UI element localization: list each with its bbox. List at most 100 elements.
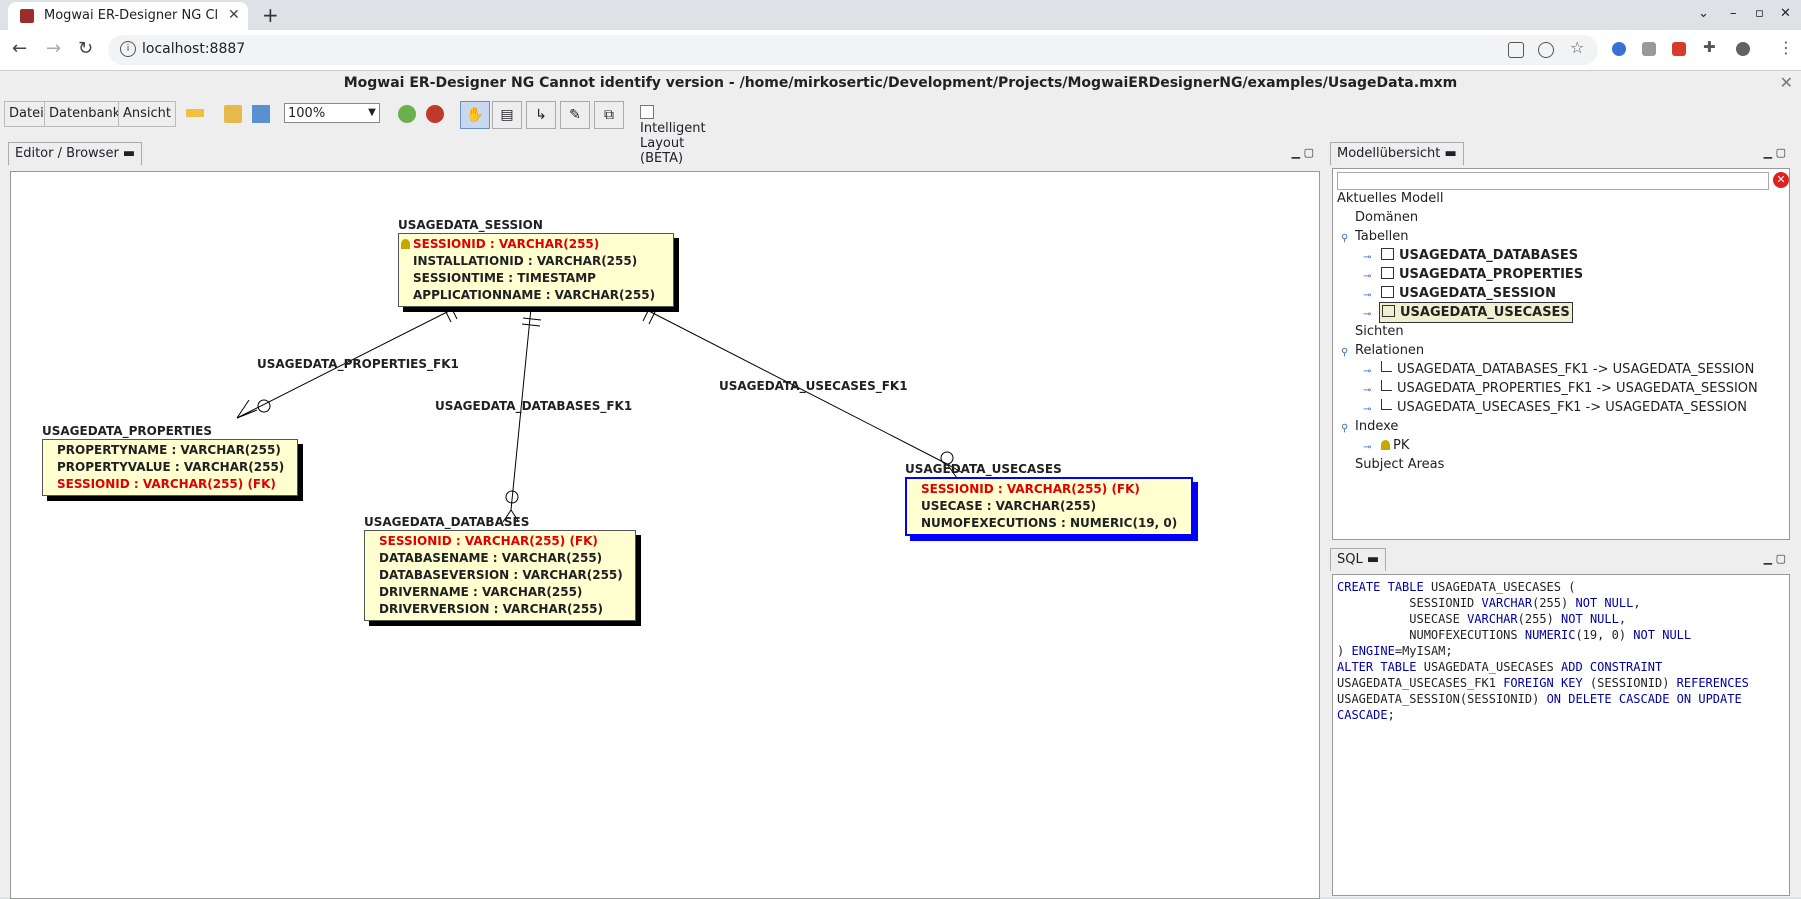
entity-usagedata-properties[interactable]: USAGEDATA_PROPERTIES PROPERTYNAME : VARC… — [42, 423, 298, 496]
tree-table-databases[interactable]: USAGEDATA_DATABASES — [1381, 246, 1578, 265]
entity-usagedata-databases[interactable]: USAGEDATA_DATABASES SESSIONID : VARCHAR(… — [364, 514, 636, 621]
panel-minmax-icon[interactable]: ▁ ▢ — [1763, 146, 1786, 159]
overview-search-input[interactable] — [1337, 172, 1769, 190]
attribute[interactable]: USECASE : VARCHAR(255) — [921, 499, 1097, 513]
expand-icon[interactable]: ⊸ — [1363, 404, 1372, 415]
zoom-select[interactable]: 100% — [284, 103, 380, 123]
forward-icon[interactable]: → — [46, 38, 62, 59]
tab-close-icon[interactable]: ✕ — [228, 7, 240, 23]
expand-icon[interactable]: ⊸ — [1363, 309, 1372, 320]
panel-minmax-icon[interactable]: ▁ ▢ — [1291, 146, 1314, 159]
attribute[interactable]: DRIVERVERSION : VARCHAR(255) — [379, 602, 604, 616]
tree-tables[interactable]: Tabellen — [1355, 229, 1409, 244]
browser-menu-icon[interactable]: ⋮ — [1778, 38, 1794, 57]
expand-icon[interactable]: ⊸ — [1363, 385, 1372, 396]
relation-label-databases[interactable]: USAGEDATA_DATABASES_FK1 — [435, 399, 633, 413]
comment-tool-button[interactable]: ✎ — [560, 101, 590, 129]
expand-tables-icon[interactable]: ⚲ — [1341, 233, 1349, 244]
cast-icon[interactable] — [1508, 42, 1524, 58]
expand-icon[interactable]: ⊸ — [1363, 442, 1372, 453]
attribute[interactable]: DRIVERNAME : VARCHAR(255) — [379, 585, 583, 599]
expand-icon[interactable]: ⊸ — [1363, 290, 1372, 301]
attribute-fk[interactable]: SESSIONID : VARCHAR(255) (FK) — [57, 477, 276, 491]
tree-domains[interactable]: Domänen — [1355, 210, 1419, 225]
zoom-out-icon[interactable] — [426, 105, 444, 123]
zoom-in-icon[interactable] — [398, 105, 416, 123]
new-model-icon[interactable] — [186, 109, 204, 117]
relation-line-databases[interactable] — [510, 307, 532, 511]
sql-output[interactable]: CREATE TABLE USAGEDATA_USECASES ( SESSIO… — [1332, 574, 1790, 896]
attribute[interactable]: SESSIONTIME : TIMESTAMP — [413, 271, 596, 285]
relation-tool-button[interactable]: ↳ — [526, 101, 556, 129]
save-icon[interactable] — [252, 105, 270, 123]
entity-usagedata-session[interactable]: USAGEDATA_SESSION SESSIONID : VARCHAR(25… — [398, 217, 674, 307]
install-icon[interactable] — [1538, 42, 1554, 58]
relation-line-properties[interactable] — [236, 307, 456, 419]
tree-table-properties[interactable]: USAGEDATA_PROPERTIES — [1381, 265, 1583, 284]
attribute-fk[interactable]: SESSIONID : VARCHAR(255) (FK) — [921, 482, 1140, 496]
window-close-icon[interactable]: ✕ — [1780, 6, 1791, 21]
expand-icon[interactable]: ⊸ — [1363, 271, 1372, 282]
zoom-dropdown-icon[interactable]: ▼ — [368, 107, 376, 118]
expand-indexes-icon[interactable]: ⚲ — [1341, 423, 1349, 434]
maximize-icon[interactable]: ▫ — [1755, 6, 1764, 21]
entity-tool-button[interactable]: ▤ — [492, 101, 522, 129]
extension-gray-icon[interactable] — [1642, 42, 1656, 56]
extension-blue-icon[interactable] — [1612, 42, 1626, 56]
open-folder-icon[interactable] — [224, 105, 242, 123]
attribute-pk[interactable]: SESSIONID : VARCHAR(255) — [401, 236, 673, 253]
attribute[interactable]: APPLICATIONNAME : VARCHAR(255) — [413, 288, 656, 302]
tree-index-pk[interactable]: PK — [1381, 436, 1409, 455]
back-icon[interactable]: ← — [12, 38, 28, 59]
app-close-icon[interactable]: ✕ — [1779, 73, 1793, 92]
extension-red-icon[interactable] — [1672, 42, 1686, 56]
extensions-puzzle-icon[interactable]: ✚ — [1703, 38, 1716, 56]
browser-tab[interactable]: Mogwai ER-Designer NG Cl ✕ — [8, 2, 248, 30]
attribute[interactable]: PROPERTYNAME : VARCHAR(255) — [57, 443, 281, 457]
tree-subject-areas[interactable]: Subject Areas — [1355, 457, 1445, 472]
tree-views[interactable]: Sichten — [1355, 324, 1404, 339]
sql-tab[interactable]: SQL ▬ — [1330, 548, 1387, 571]
tree-table-session[interactable]: USAGEDATA_SESSION — [1381, 284, 1556, 303]
tree-relation[interactable]: USAGEDATA_DATABASES_FK1 -> USAGEDATA_SES… — [1381, 360, 1754, 379]
menu-datei[interactable]: Datei — [4, 101, 49, 127]
tree-root[interactable]: Aktuelles Modell — [1337, 191, 1444, 206]
attribute[interactable]: PROPERTYVALUE : VARCHAR(255) — [57, 460, 285, 474]
tree-table-usecases[interactable]: USAGEDATA_USECASES — [1379, 302, 1573, 323]
relation-label-usecases[interactable]: USAGEDATA_USECASES_FK1 — [719, 379, 908, 393]
address-bar[interactable]: i localhost:8887 — [108, 35, 1598, 65]
expand-relations-icon[interactable]: ⚲ — [1341, 347, 1349, 358]
subject-area-tool-button[interactable]: ⧉ — [594, 101, 624, 129]
site-info-icon[interactable]: i — [120, 41, 136, 57]
intelligent-layout-checkbox[interactable]: Intelligent Layout (BETA) — [640, 105, 706, 166]
profile-icon[interactable] — [1736, 42, 1750, 56]
attribute[interactable]: DATABASENAME : VARCHAR(255) — [379, 551, 603, 565]
menu-ansicht[interactable]: Ansicht — [118, 101, 177, 127]
expand-icon[interactable]: ⊸ — [1363, 252, 1372, 263]
tree-relations[interactable]: Relationen — [1355, 343, 1425, 358]
hand-tool-button[interactable]: ✋ — [460, 101, 490, 129]
attribute-fk[interactable]: SESSIONID : VARCHAR(255) (FK) — [379, 534, 598, 548]
tree-relation[interactable]: USAGEDATA_PROPERTIES_FK1 -> USAGEDATA_SE… — [1381, 379, 1758, 398]
attribute[interactable]: NUMOFEXECUTIONS : NUMERIC(19, 0) — [921, 516, 1178, 530]
tree-indexes[interactable]: Indexe — [1355, 419, 1399, 434]
tree-relation[interactable]: USAGEDATA_USECASES_FK1 -> USAGEDATA_SESS… — [1381, 398, 1747, 417]
relation-label-properties[interactable]: USAGEDATA_PROPERTIES_FK1 — [257, 357, 459, 371]
attribute[interactable]: INSTALLATIONID : VARCHAR(255) — [413, 254, 638, 268]
overview-tab[interactable]: Modellübersicht ▬ — [1330, 142, 1464, 165]
er-canvas[interactable]: USAGEDATA_PROPERTIES_FK1 USAGEDATA_DATAB… — [10, 171, 1320, 899]
entity-usagedata-usecases[interactable]: USAGEDATA_USECASES SESSIONID : VARCHAR(2… — [905, 461, 1193, 536]
clear-search-icon[interactable]: ✕ — [1773, 172, 1789, 188]
minimize-icon[interactable]: – — [1730, 6, 1737, 21]
reload-icon[interactable]: ↻ — [78, 38, 94, 59]
relation-line-usecases[interactable] — [642, 307, 948, 465]
bookmark-star-icon[interactable]: ☆ — [1570, 38, 1585, 57]
menu-datenbank[interactable]: Datenbank — [44, 101, 126, 127]
panel-minmax-icon[interactable]: ▁ ▢ — [1763, 552, 1786, 565]
attribute[interactable]: DATABASEVERSION : VARCHAR(255) — [379, 568, 623, 582]
editor-tab[interactable]: Editor / Browser ▬ — [8, 142, 143, 165]
expand-icon[interactable]: ⊸ — [1363, 366, 1372, 377]
tab-search-icon[interactable]: ⌄ — [1698, 6, 1709, 21]
checkbox-icon[interactable] — [640, 105, 654, 119]
new-tab-icon[interactable]: + — [262, 3, 279, 27]
